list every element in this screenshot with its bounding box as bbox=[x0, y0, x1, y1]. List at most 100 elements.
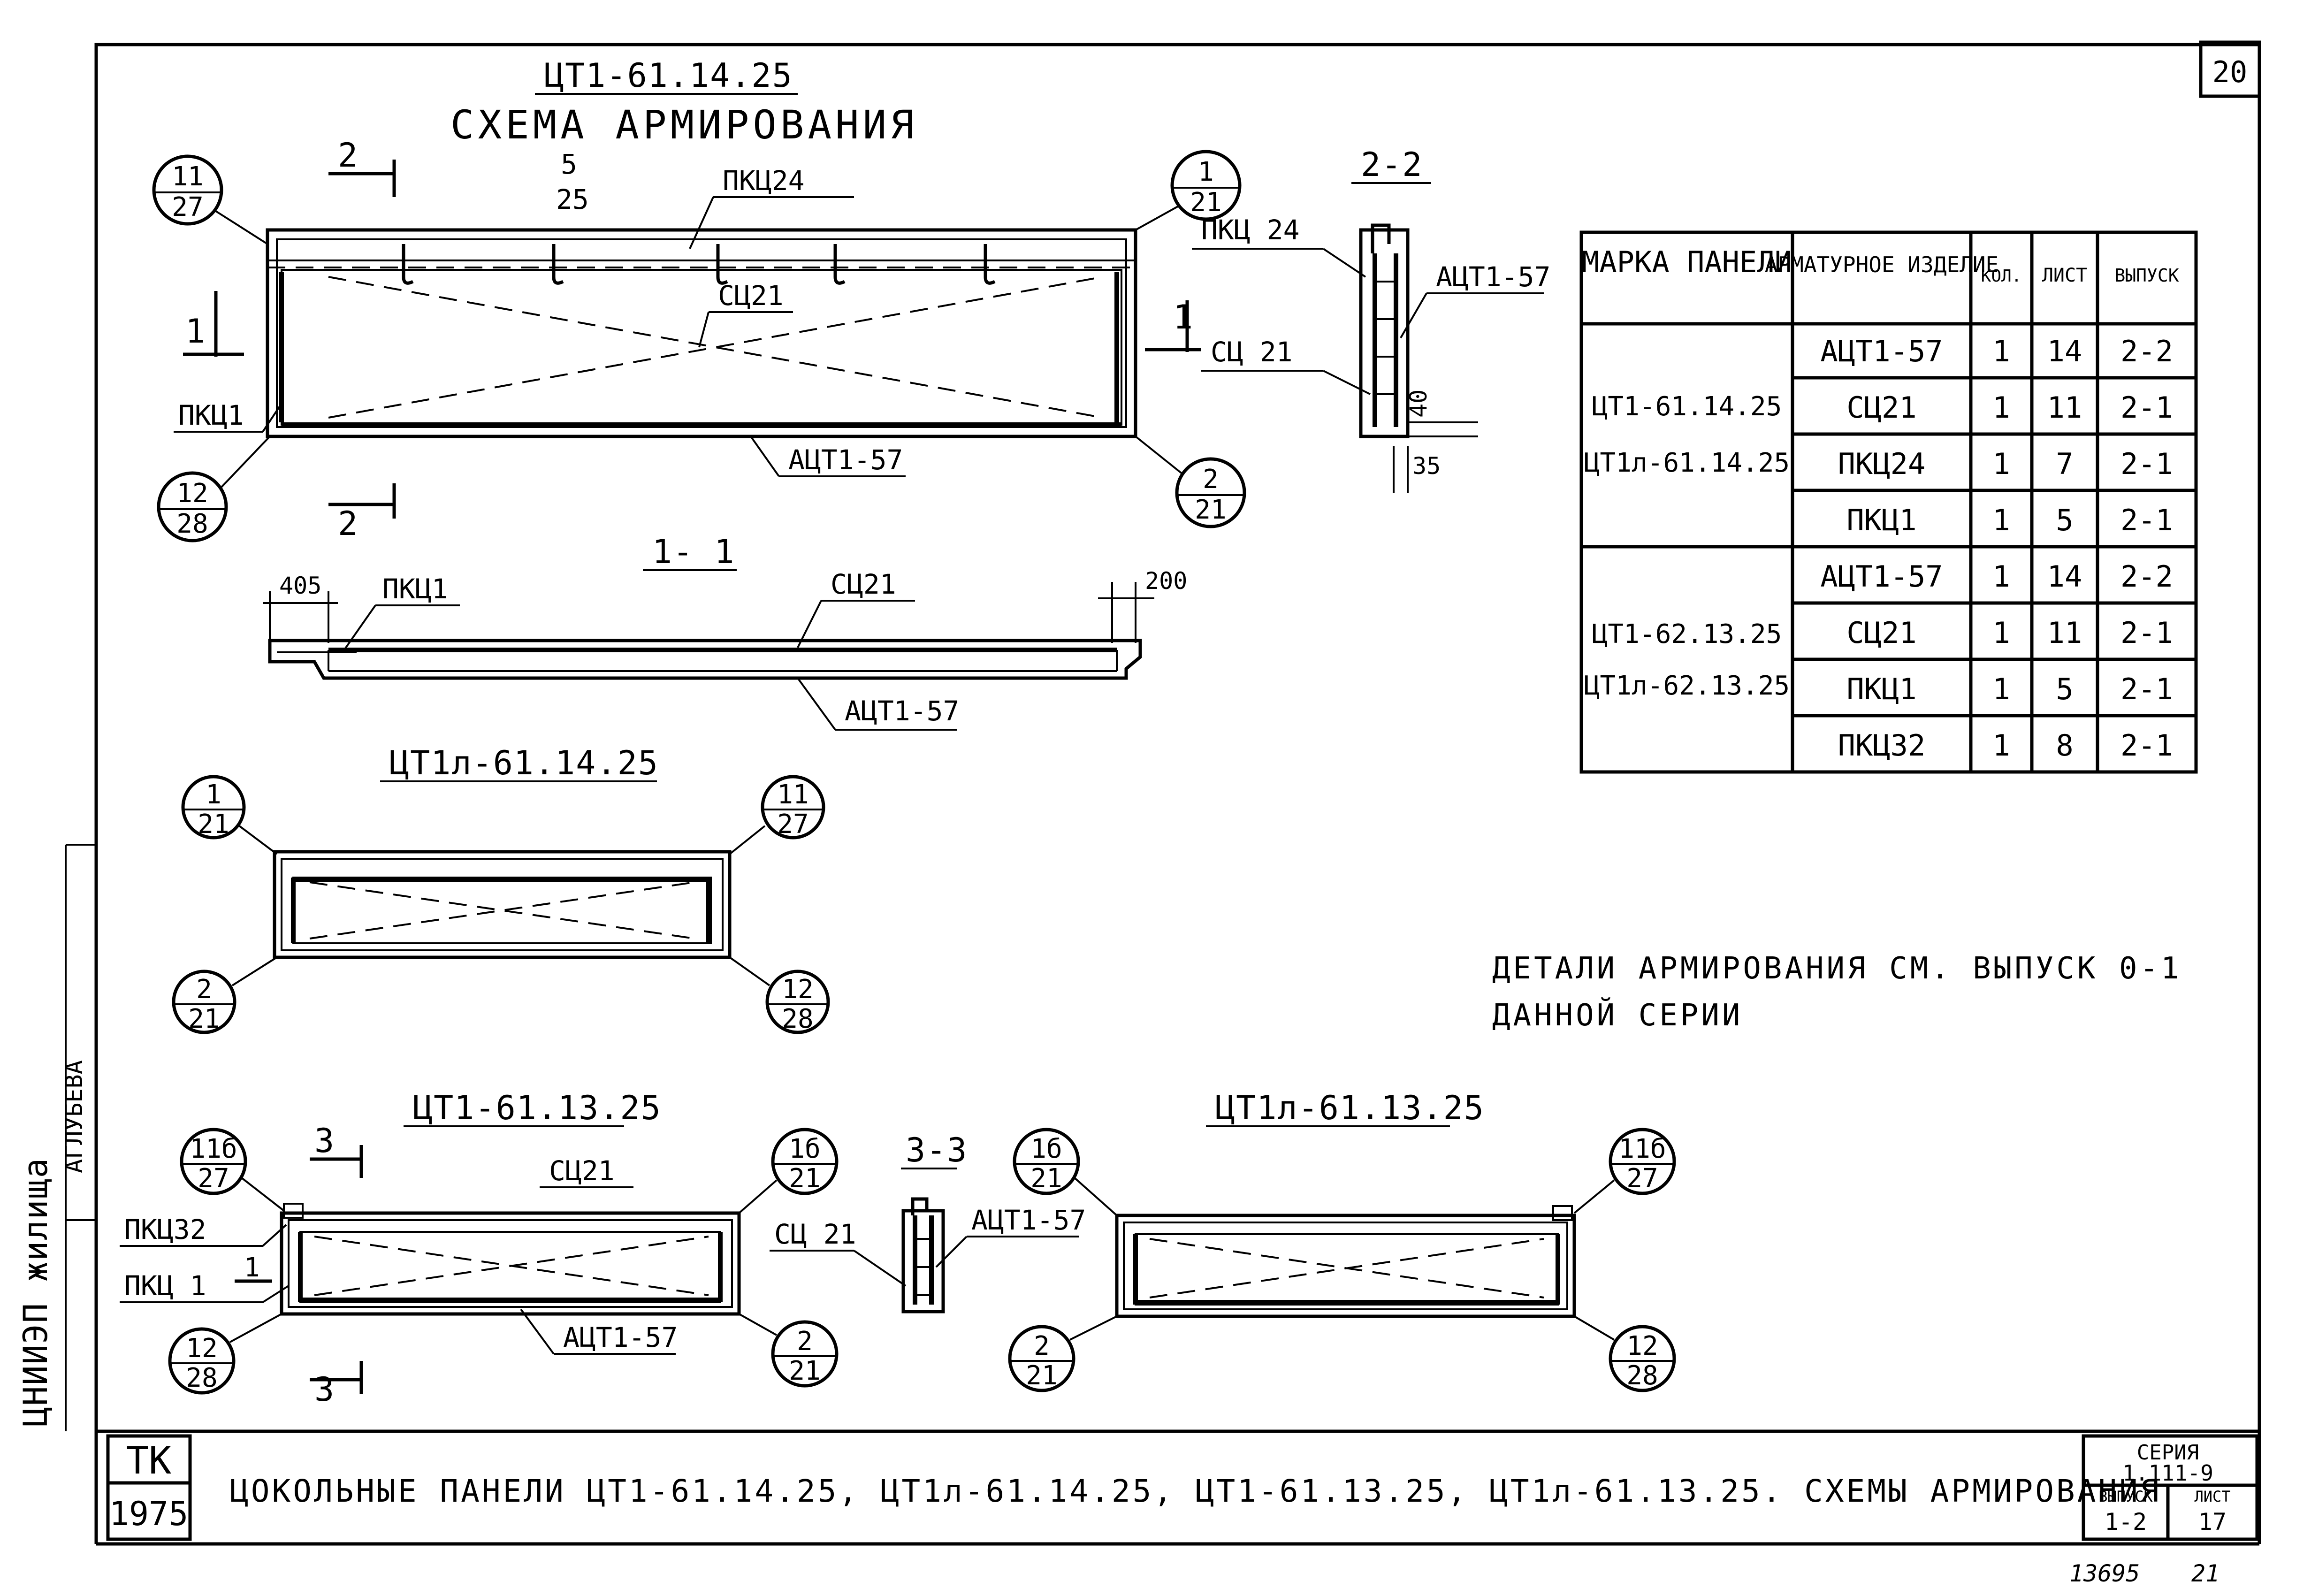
section-2-2-title: 2-2 bbox=[1361, 145, 1423, 184]
table-group1-mark-1: ЦТ1-61.14.25 bbox=[1592, 391, 1782, 422]
svg-text:14: 14 bbox=[2047, 559, 2082, 594]
title-block-issue-label: ВЫПУСК bbox=[2098, 1488, 2153, 1505]
section-2-2-outline bbox=[1359, 228, 1410, 438]
svg-text:5: 5 bbox=[2056, 672, 2073, 706]
mirror14-callout-2-21: 2 21 bbox=[172, 956, 278, 1034]
section-2-2-dim-40: 40 bbox=[1405, 389, 1432, 418]
main-callout-12-28: 12 28 bbox=[157, 435, 271, 542]
svg-text:2-2: 2-2 bbox=[2120, 559, 2173, 594]
svg-text:14: 14 bbox=[2047, 334, 2082, 368]
svg-text:2-1: 2-1 bbox=[2120, 672, 2173, 706]
svg-text:7: 7 bbox=[2056, 447, 2073, 481]
svg-text:ПКЦ32: ПКЦ32 bbox=[1838, 728, 1926, 763]
svg-text:СЦ21: СЦ21 bbox=[1846, 390, 1916, 425]
svg-text:28: 28 bbox=[186, 1363, 217, 1393]
table-row: ПКЦ1 1 5 2-1 bbox=[1846, 672, 2173, 706]
main-mesh-diagonal-1 bbox=[328, 276, 1103, 419]
title-block-year: 1975 bbox=[109, 1495, 189, 1533]
section-1-1-drawing: 1- 1 405 ПКЦ1 СЦ21 200 АЦТ1-57 bbox=[263, 533, 1187, 731]
footer-inventory: 13695 bbox=[2069, 1560, 2140, 1587]
section-1-1-title: 1- 1 bbox=[652, 533, 735, 571]
section-mark-1-left: 1 bbox=[185, 312, 206, 351]
title-block-sheet-value: 17 bbox=[2198, 1508, 2227, 1535]
svg-text:2-1: 2-1 bbox=[2120, 616, 2173, 650]
specification-table: МАРКА ПАНЕЛИ АРМАТУРНОЕ ИЗДЕЛИЕ КОЛ. ЛИС… bbox=[1579, 230, 2198, 774]
svg-text:11: 11 bbox=[2047, 390, 2082, 425]
mirror14-callout-12-28: 12 28 bbox=[729, 956, 830, 1034]
main-label-act157: АЦТ1-57 bbox=[788, 444, 903, 476]
svg-text:11: 11 bbox=[172, 161, 203, 192]
main-panel-subtitle: СХЕМА АРМИРОВАНИЯ bbox=[450, 102, 918, 148]
sheet-number: 20 bbox=[2212, 55, 2248, 89]
section-2-2-drawing: 2-2 ПКЦ 24 СЦ 21 АЦТ1-57 40 35 bbox=[1192, 145, 1550, 493]
panel-13-drawing: ЦТ1-61.13.25 СЦ21 ПКЦ32 ПКЦ 1 АЦТ1-57 3 … bbox=[120, 1089, 839, 1409]
svg-text:1: 1 bbox=[1992, 503, 2010, 537]
section-1-1-dim-200: 200 bbox=[1145, 567, 1187, 595]
panel13-callout-12-28: 12 28 bbox=[168, 1313, 282, 1395]
table-row: СЦ21 1 11 2-1 bbox=[1846, 390, 2173, 425]
mirror-panel-14-title: ЦТ1л-61.14.25 bbox=[389, 744, 659, 782]
section-mark-1-right: 1 bbox=[1173, 298, 1194, 336]
side-stamp-org: ЦНИИЭП жилища bbox=[16, 1157, 55, 1427]
main-panel-title: ЦТ1-61.14.25 bbox=[544, 56, 793, 95]
mirror13-callout-11b-27: 11б 27 bbox=[1573, 1128, 1676, 1214]
main-callout-2-21: 2 21 bbox=[1135, 435, 1246, 528]
main-label-sc21: СЦ21 bbox=[718, 280, 784, 312]
svg-text:ПКЦ24: ПКЦ24 bbox=[1838, 447, 1926, 481]
title-block-series-value: 1.111-9 bbox=[2122, 1460, 2213, 1486]
svg-text:11б: 11б bbox=[1618, 1134, 1666, 1164]
svg-text:27: 27 bbox=[172, 192, 203, 222]
svg-text:АЦТ1-57: АЦТ1-57 bbox=[1820, 334, 1943, 368]
panel-13-mark-3-bottom: 3 bbox=[314, 1370, 335, 1409]
title-block-sheet-label: ЛИСТ bbox=[2194, 1488, 2230, 1505]
title-block-series-label: СЕРИЯ bbox=[2137, 1441, 2199, 1465]
svg-text:ПКЦ1: ПКЦ1 bbox=[1846, 503, 1916, 537]
svg-text:2: 2 bbox=[797, 1326, 813, 1357]
svg-text:8: 8 bbox=[2056, 728, 2073, 763]
svg-text:21: 21 bbox=[188, 1004, 220, 1034]
table-header-sheet: ЛИСТ bbox=[2042, 265, 2087, 286]
panel-13-mark-3-top: 3 bbox=[314, 1122, 335, 1160]
section-1-1-dim-405: 405 bbox=[279, 572, 321, 599]
title-block-tk: ТК bbox=[126, 1439, 171, 1482]
svg-text:1б: 1б bbox=[1030, 1134, 1062, 1164]
section-2-2-dim-35: 35 bbox=[1412, 452, 1441, 480]
panel-13-outline bbox=[280, 1211, 741, 1316]
mirror14-callout-1-21: 1 21 bbox=[181, 775, 278, 855]
svg-text:1: 1 bbox=[1992, 390, 2010, 425]
svg-text:2-1: 2-1 bbox=[2120, 503, 2173, 537]
svg-text:2-1: 2-1 bbox=[2120, 447, 2173, 481]
section-3-3-label-act157: АЦТ1-57 bbox=[971, 1204, 1086, 1236]
main-callout-1-21: 1 21 bbox=[1135, 150, 1242, 231]
table-row: АЦТ1-57 1 14 2-2 bbox=[1820, 559, 2173, 594]
sheet-number-box bbox=[2199, 40, 2261, 98]
svg-text:21: 21 bbox=[1190, 187, 1221, 218]
svg-text:21: 21 bbox=[1030, 1163, 1062, 1194]
svg-text:2: 2 bbox=[196, 974, 212, 1005]
svg-text:27: 27 bbox=[198, 1163, 229, 1194]
mirror-panel-13-title: ЦТ1л-61.13.25 bbox=[1215, 1089, 1485, 1127]
table-row: АЦТ1-57 1 14 2-2 bbox=[1820, 334, 2173, 368]
mirror-panel-14-drawing: ЦТ1л-61.14.25 1 21 11 27 2 21 bbox=[172, 744, 830, 1034]
svg-text:1: 1 bbox=[1992, 559, 2010, 594]
svg-text:27: 27 bbox=[777, 809, 808, 840]
table-group2-mark-2: ЦТ1л-62.13.25 bbox=[1584, 671, 1790, 701]
mirror-panel-13-drawing: ЦТ1л-61.13.25 1б 21 11б 27 2 21 bbox=[1008, 1089, 1676, 1392]
panel-13-label-sc21: СЦ21 bbox=[549, 1155, 615, 1187]
panel13-callout-2-21: 2 21 bbox=[739, 1313, 839, 1388]
svg-text:28: 28 bbox=[782, 1004, 813, 1034]
side-stamp-name: АГЛУБЕВА bbox=[61, 1060, 88, 1173]
svg-text:12: 12 bbox=[186, 1333, 217, 1364]
main-detail-num: 5 bbox=[561, 148, 577, 180]
table-row: ПКЦ1 1 5 2-1 bbox=[1846, 503, 2173, 537]
svg-text:21: 21 bbox=[789, 1163, 820, 1194]
svg-text:21: 21 bbox=[1195, 495, 1226, 525]
section-mark-2-bottom: 2 bbox=[338, 504, 358, 543]
svg-text:11: 11 bbox=[2047, 616, 2082, 650]
panel-13-title: ЦТ1-61.13.25 bbox=[413, 1089, 662, 1127]
panel13-callout-11b-27: 11б 27 bbox=[180, 1128, 285, 1212]
svg-text:СЦ21: СЦ21 bbox=[1846, 616, 1916, 650]
section-3-3-outline bbox=[901, 1209, 945, 1313]
table-row: СЦ21 1 11 2-1 bbox=[1846, 616, 2173, 650]
svg-text:21: 21 bbox=[789, 1356, 820, 1386]
